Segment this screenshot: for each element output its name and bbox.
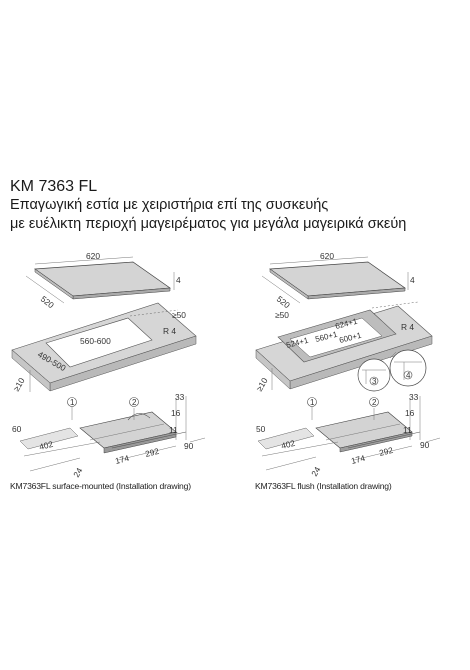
right-dim-50: 50 [256, 424, 266, 434]
left-cutout-width: 560-600 [80, 336, 111, 346]
right-dim-33: 33 [409, 392, 419, 402]
left-hob-height: 4 [176, 275, 181, 285]
left-dim-11: 11 [169, 425, 178, 435]
description-line-2: με ευέλικτη περιοχή μαγειρέματος για μεγ… [10, 216, 407, 232]
left-dim-60: 60 [12, 424, 22, 434]
model-title: KM 7363 FL [10, 178, 98, 195]
left-cutout-overhang: ≥50 [172, 310, 186, 320]
right-cutout-drawing [255, 301, 433, 392]
right-detail-4: 4 [406, 371, 411, 380]
left-cutout-drawing [11, 302, 197, 392]
right-cutout-front: ≥10 [254, 376, 270, 393]
left-hob-width: 620 [86, 251, 100, 261]
right-detail-3: 3 [372, 377, 377, 386]
left-caption: KM7363FL surface-mounted (Installation d… [10, 481, 191, 491]
right-dim-174: 174 [350, 453, 366, 466]
left-dim-24: 24 [71, 466, 84, 479]
right-install-drawing [257, 396, 441, 471]
right-dim-11: 11 [403, 425, 412, 435]
left-hob-depth: 520 [39, 294, 56, 311]
left-cutout-front: ≥10 [11, 376, 27, 393]
right-cutout-radius: R 4 [401, 322, 414, 332]
right-caption: KM7363FL flush (Installation drawing) [255, 481, 392, 491]
right-hob-drawing [261, 256, 409, 304]
right-dim-402: 402 [280, 438, 296, 451]
left-dim-174: 174 [114, 453, 130, 466]
left-callout-1: 1 [70, 398, 75, 407]
left-dim-90: 90 [184, 441, 194, 451]
left-dim-292: 292 [144, 446, 160, 459]
right-hob-width: 620 [320, 251, 334, 261]
left-dim-33: 33 [175, 392, 185, 402]
right-hob-depth: 520 [275, 294, 292, 311]
right-dim-292: 292 [378, 445, 394, 458]
left-dim-402: 402 [38, 439, 54, 452]
left-install-drawing [19, 396, 206, 472]
right-callout-2: 2 [372, 398, 377, 407]
left-hob-drawing [25, 256, 175, 304]
left-dim-16: 16 [171, 408, 181, 418]
right-dim-90: 90 [420, 440, 430, 450]
right-hob-height: 4 [410, 275, 415, 285]
description-line-1: Επαγωγική εστία με χειριστήρια επί της σ… [10, 197, 329, 213]
left-cutout-radius: R 4 [163, 326, 176, 336]
right-dim-16: 16 [405, 408, 415, 418]
right-callout-1: 1 [310, 398, 315, 407]
left-callout-2: 2 [132, 398, 137, 407]
right-dim-24: 24 [309, 465, 322, 478]
right-cutout-overhang: ≥50 [275, 310, 289, 320]
